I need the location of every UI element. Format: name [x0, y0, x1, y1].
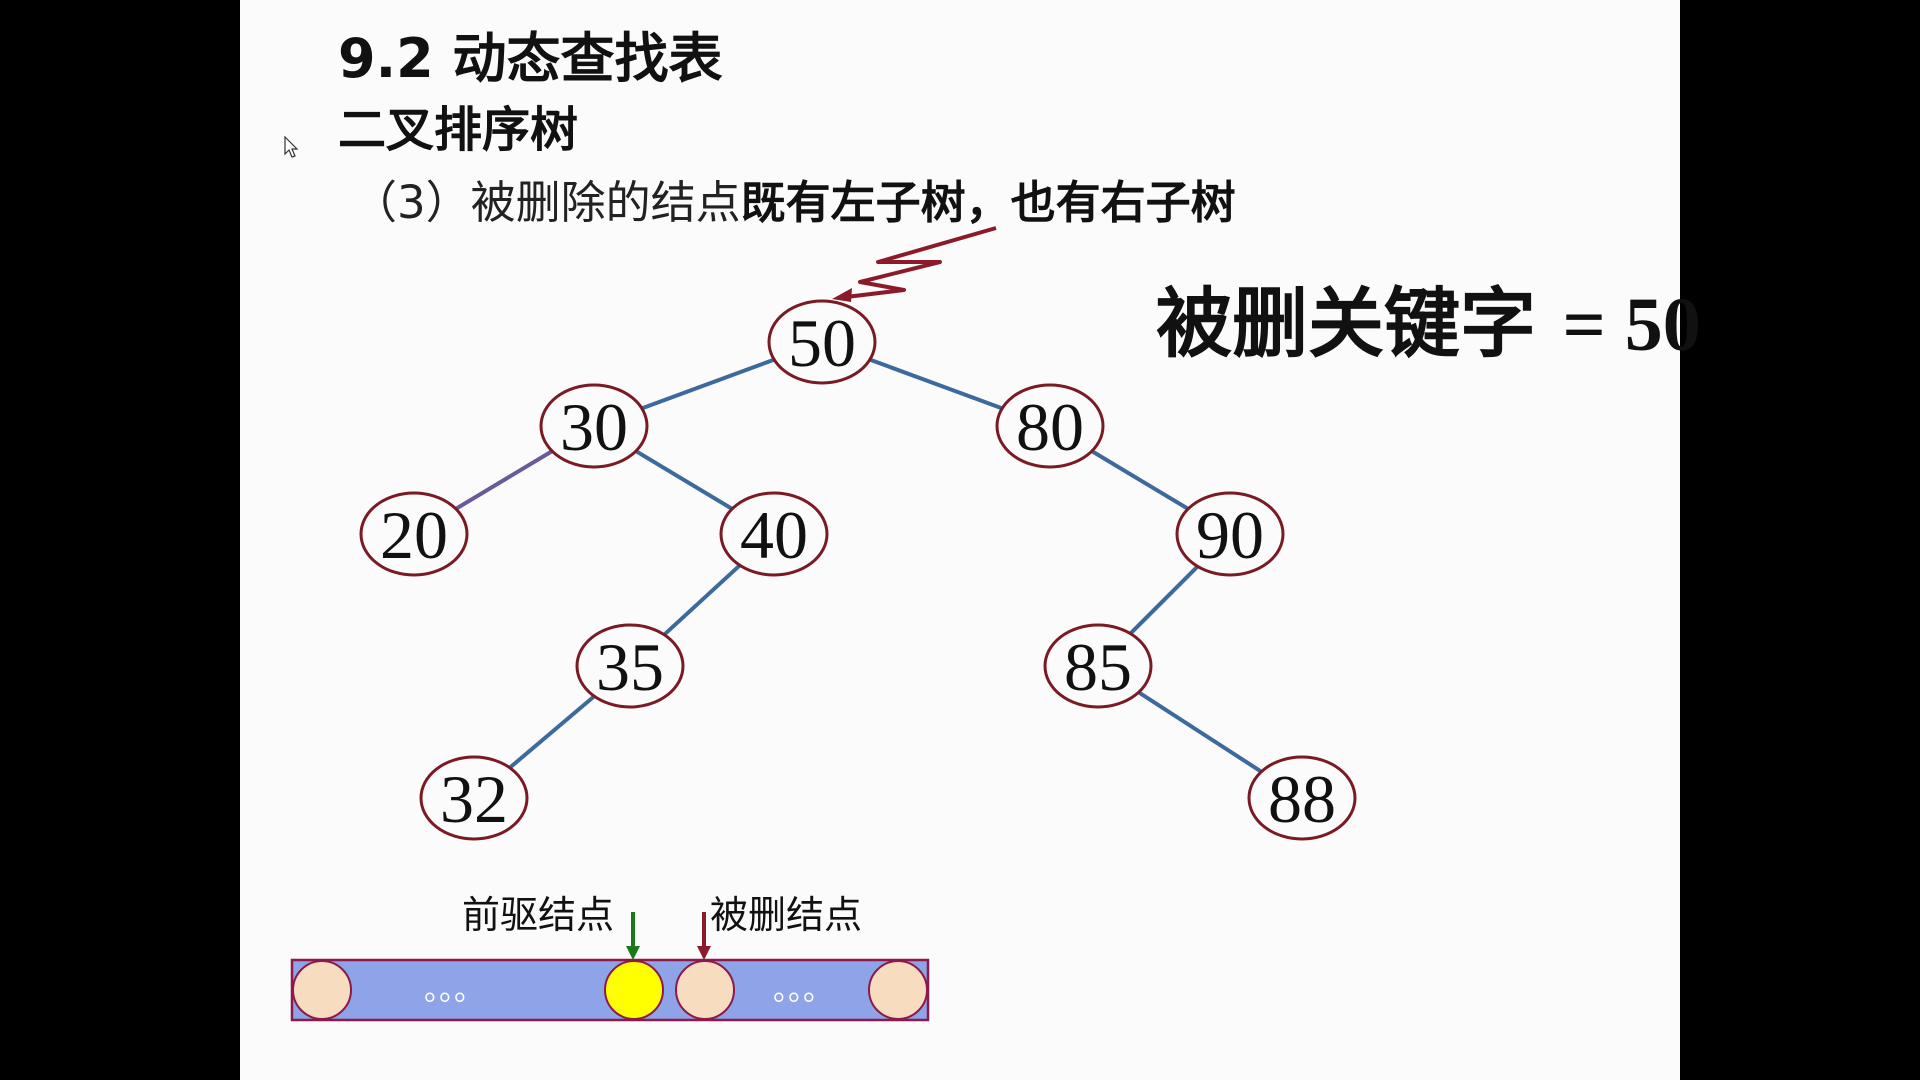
- tree-node-ellipse: [1247, 755, 1357, 841]
- deleted-key-label: 被删关键字 = 50: [1156, 262, 1701, 372]
- tree-node-80: 80: [995, 383, 1105, 469]
- sequence-dots-left: 。。。: [424, 974, 484, 1007]
- slide: [240, 0, 1680, 1080]
- edge-90-85: [1129, 565, 1199, 635]
- annotation-squiggle-arrow: [837, 226, 997, 300]
- tree-node-ellipse: [539, 383, 649, 469]
- tree-node-label: 35: [596, 629, 664, 705]
- tree-node-20: 20: [359, 491, 469, 577]
- tree-node-35: 35: [575, 623, 685, 709]
- case-emphasis: 既有左子树，也有右子树: [740, 176, 1236, 229]
- tree-node-label: 32: [440, 761, 508, 837]
- tree-node-85: 85: [1043, 623, 1153, 709]
- tree-node-90: 90: [1175, 491, 1285, 577]
- sequence-cell-predecessor: [604, 960, 664, 1020]
- inorder-sequence: 。。。 。。。: [290, 912, 930, 1022]
- tree-node-ellipse: [419, 755, 529, 841]
- tree-node-ellipse: [1175, 491, 1285, 577]
- tree-node-label: 90: [1196, 497, 1264, 573]
- edge-85-88: [1137, 690, 1263, 774]
- edge-30-40: [634, 449, 734, 511]
- deleted-arrow-head: [697, 946, 711, 960]
- tree-node-ellipse: [995, 383, 1105, 469]
- tree-node-ellipse: [719, 491, 829, 577]
- tree-node-label: 50: [788, 305, 856, 381]
- sequence-cell-first: [292, 960, 352, 1020]
- tree-node-label: 20: [380, 497, 448, 573]
- deleted-node-label: 被删结点: [710, 893, 863, 937]
- edge-50-30: [641, 357, 775, 411]
- edge-35-32: [508, 694, 596, 770]
- page-subtitle: 二叉排序树: [338, 102, 579, 158]
- sequence-dots-right: 。。。: [773, 974, 833, 1007]
- predecessor-label: 前驱结点: [462, 893, 615, 937]
- tree-edges: [454, 357, 1263, 774]
- deleted-key-value: = 50: [1562, 283, 1701, 367]
- edge-30-20: [454, 449, 554, 511]
- edge-80-90: [1090, 449, 1190, 511]
- tree-node-label: 30: [560, 389, 628, 465]
- tree-node-label: 80: [1016, 389, 1084, 465]
- tree-nodes: 50 30 80 20 40 90 35 85 32 88: [359, 299, 1357, 841]
- deleted-key-text: 被删关键字: [1156, 279, 1536, 368]
- mouse-cursor-icon: [284, 136, 299, 158]
- tree-node-32: 32: [419, 755, 529, 841]
- page-title: 9.2 动态查找表: [338, 27, 723, 90]
- edge-40-35: [662, 563, 742, 637]
- sequence-cell-deleted: [675, 960, 735, 1020]
- tree-node-ellipse: [1043, 623, 1153, 709]
- case-description: （3）被删除的结点既有左子树，也有右子树: [352, 166, 1236, 231]
- edge-50-80: [869, 357, 1003, 411]
- sequence-cell-last: [868, 960, 928, 1020]
- tree-node-ellipse: [575, 623, 685, 709]
- case-prefix: （3）被删除的结点: [352, 176, 741, 229]
- annotation-arrow-head: [832, 288, 852, 302]
- tree-node-label: 40: [740, 497, 808, 573]
- tree-node-label: 85: [1064, 629, 1132, 705]
- tree-node-40: 40: [719, 491, 829, 577]
- tree-node-50: 50: [767, 299, 877, 385]
- tree-node-label: 88: [1268, 761, 1336, 837]
- predecessor-arrow-head: [626, 946, 640, 960]
- tree-node-ellipse: [767, 299, 877, 385]
- tree-node-30: 30: [539, 383, 649, 469]
- tree-node-ellipse: [359, 491, 469, 577]
- tree-node-88: 88: [1247, 755, 1357, 841]
